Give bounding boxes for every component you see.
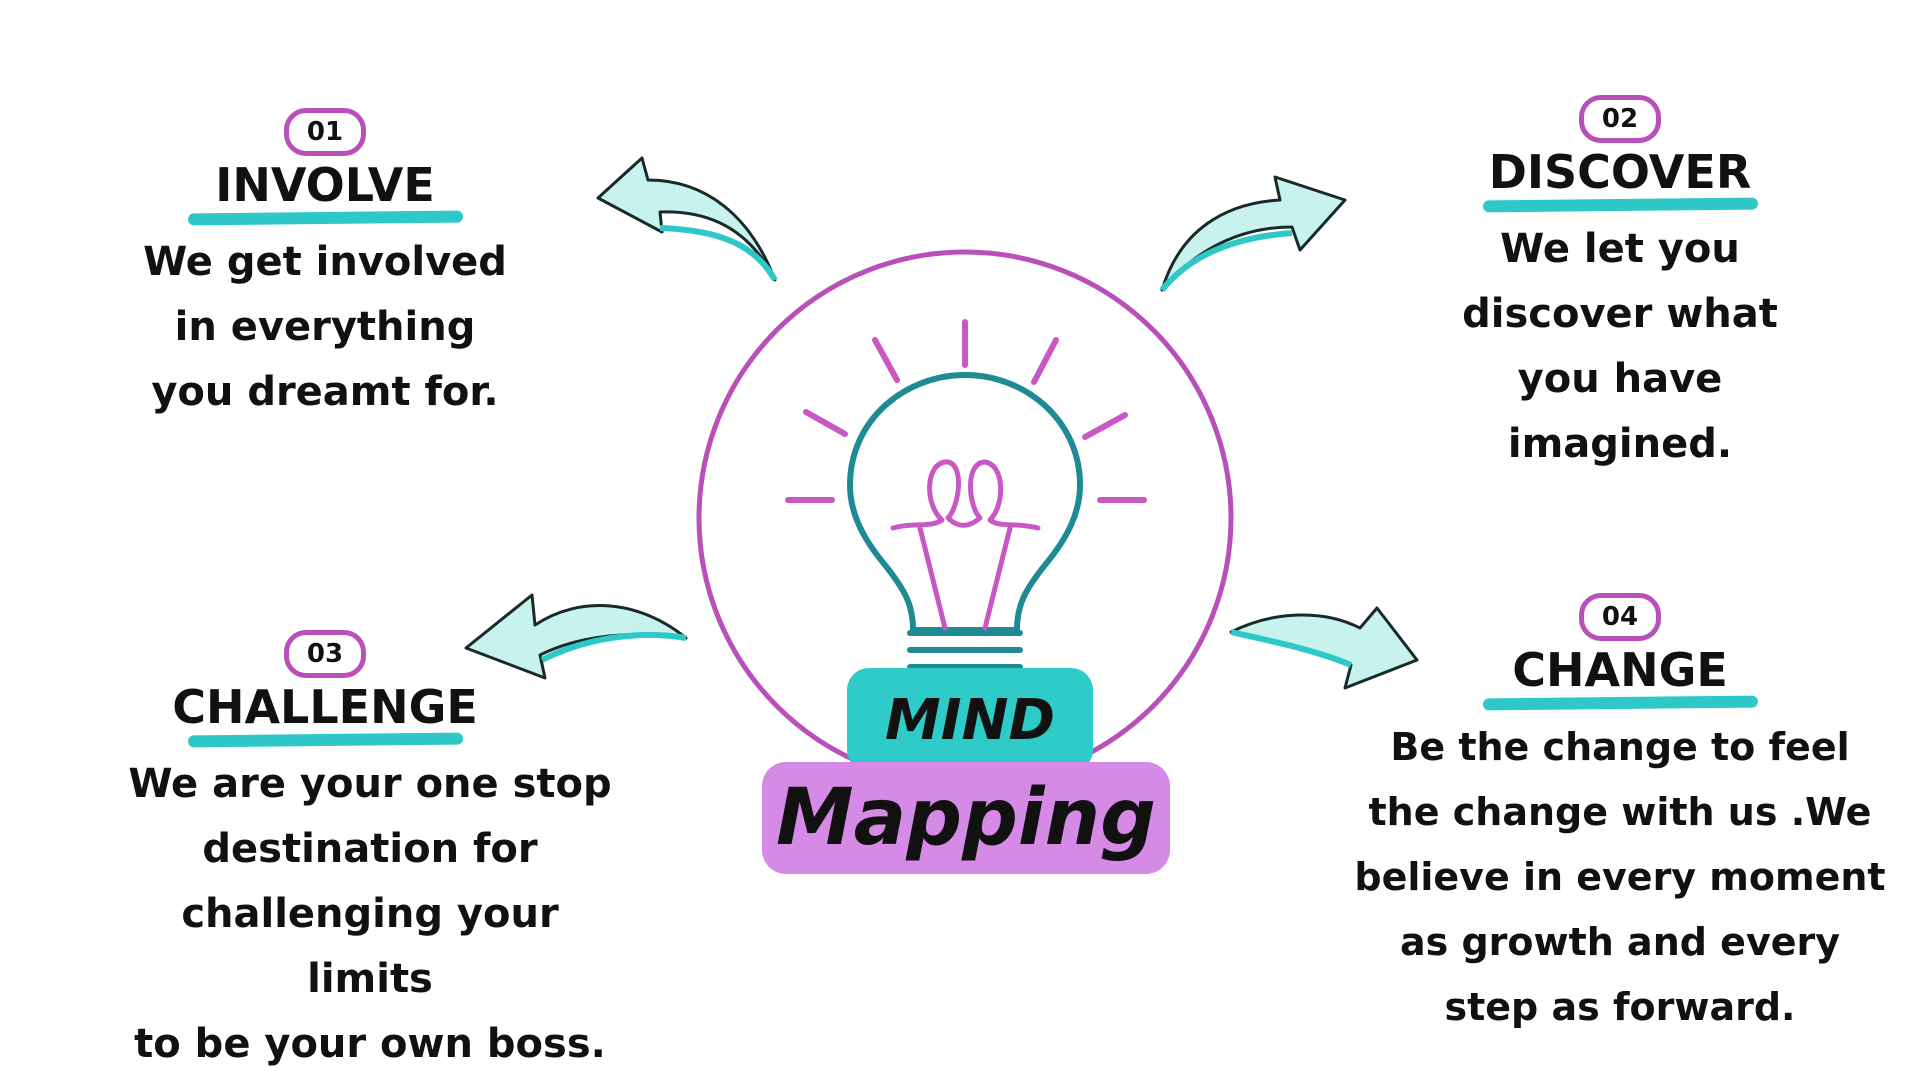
step-number-badge: 02 <box>1578 95 1662 143</box>
title-underline <box>187 210 463 226</box>
step-title: DISCOVER <box>1488 145 1752 199</box>
step-description: We are your one stop destination for cha… <box>128 761 612 1067</box>
arrow-up-right-icon <box>1159 175 1347 292</box>
step-number-badge: 04 <box>1578 593 1662 641</box>
title-underline <box>1482 197 1758 213</box>
title-underline <box>187 732 463 748</box>
arrow-up-left-icon <box>596 156 778 282</box>
step-title: CHALLENGE <box>172 680 478 734</box>
step-description: We let you discover what you have imagin… <box>1462 226 1778 467</box>
step-title: INVOLVE <box>215 158 435 212</box>
step-change: 04 CHANGE Be the change to feel the chan… <box>1340 593 1900 1040</box>
step-number-badge: 03 <box>283 630 367 678</box>
title-underline <box>1482 695 1758 711</box>
lightbulb-icon <box>785 319 1147 670</box>
step-challenge: 03 CHALLENGE We are your one stop destin… <box>125 630 615 1077</box>
step-title: CHANGE <box>1512 643 1728 697</box>
step-discover: 02 DISCOVER We let you discover what you… <box>1440 95 1800 477</box>
step-number-badge: 01 <box>283 108 367 156</box>
mind-label: MIND <box>847 668 1093 772</box>
arrow-left-icon <box>464 593 688 680</box>
step-description: We get involved in everything you dreamt… <box>143 239 507 415</box>
arrow-down-right-icon <box>1229 606 1419 690</box>
step-involve: 01 INVOLVE We get involved in everything… <box>140 108 510 425</box>
mapping-label: Mapping <box>762 762 1170 874</box>
step-description: Be the change to feel the change with us… <box>1354 725 1886 1029</box>
